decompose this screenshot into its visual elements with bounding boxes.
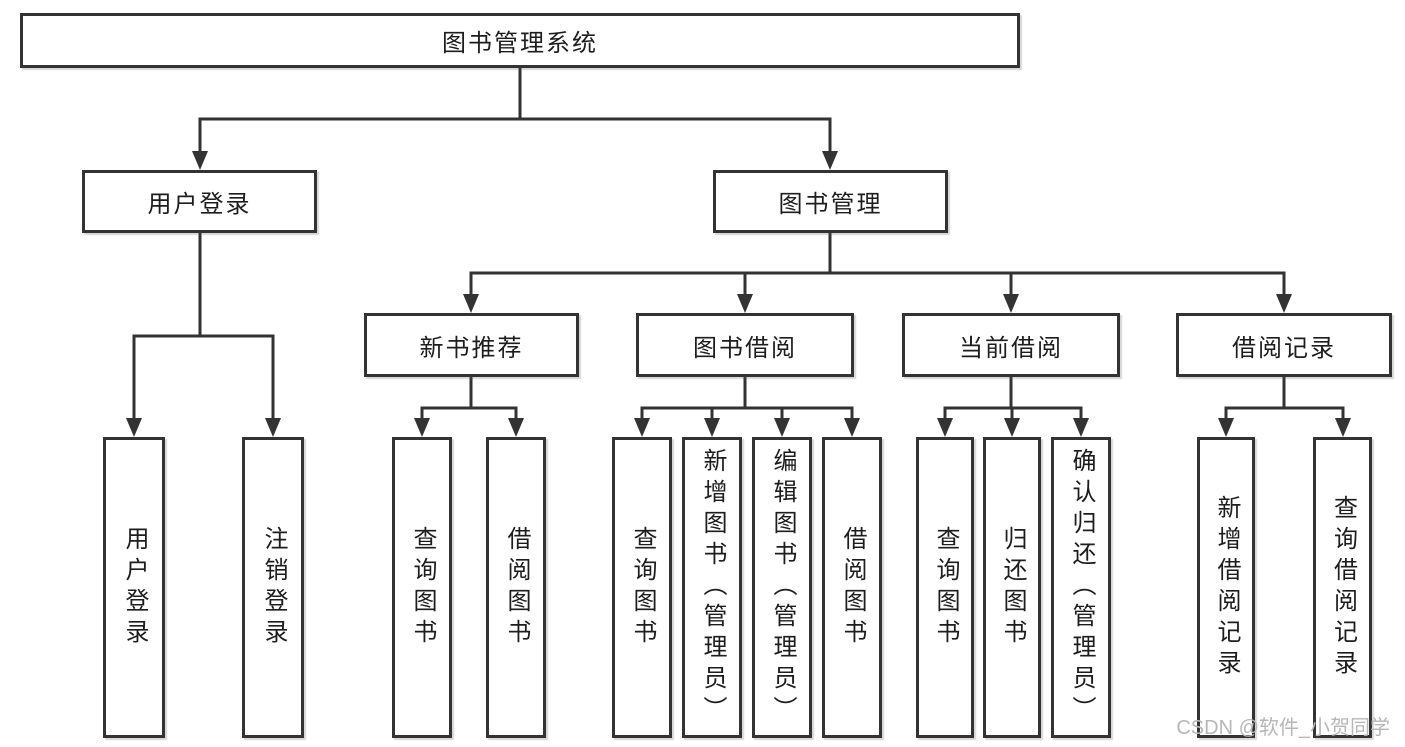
node-borrow-records: 借阅记录 xyxy=(1176,313,1392,377)
leaf-confirm-return-admin-label: 确认归还（管理员） xyxy=(1068,448,1095,727)
node-borrow-records-label: 借阅记录 xyxy=(1232,334,1336,362)
leaf-user-login: 用户登录 xyxy=(103,437,165,738)
leaf-add-books-admin-label: 新增图书（管理员） xyxy=(699,448,726,727)
leaf-add-books-admin: 新增图书（管理员） xyxy=(682,437,742,738)
leaf-borrow-books-label: 借阅图书 xyxy=(839,525,866,650)
arrowheads xyxy=(126,151,1351,437)
leaf-logout: 注销登录 xyxy=(242,437,304,738)
leaf-query-books-borrow-label: 查询图书 xyxy=(629,525,656,650)
leaf-query-books-current-label: 查询图书 xyxy=(932,525,959,650)
leaf-logout-label: 注销登录 xyxy=(260,525,287,650)
leaf-edit-books-admin-label: 编辑图书（管理员） xyxy=(769,448,796,727)
node-book-borrow: 图书借阅 xyxy=(636,313,854,377)
node-current-borrow: 当前借阅 xyxy=(902,313,1120,377)
node-root: 图书管理系统 xyxy=(20,13,1020,68)
leaf-edit-books-admin: 编辑图书（管理员） xyxy=(752,437,812,738)
node-book-management: 图书管理 xyxy=(713,170,948,233)
leaf-add-borrow-record: 新增借阅记录 xyxy=(1197,437,1255,738)
node-new-book-recommend-label: 新书推荐 xyxy=(419,334,524,362)
leaf-confirm-return-admin: 确认归还（管理员） xyxy=(1051,437,1111,738)
node-user-login-label: 用户登录 xyxy=(147,191,252,218)
leaf-return-books: 归还图书 xyxy=(983,437,1041,738)
leaf-query-books-current: 查询图书 xyxy=(916,437,974,738)
node-root-label: 图书管理系统 xyxy=(442,30,598,57)
node-new-book-recommend: 新书推荐 xyxy=(364,313,579,377)
leaf-add-borrow-record-label: 新增借阅记录 xyxy=(1213,494,1240,681)
leaf-query-books-borrow: 查询图书 xyxy=(612,437,672,738)
leaf-query-books-recommend: 查询图书 xyxy=(392,437,452,738)
leaf-borrow-books: 借阅图书 xyxy=(822,437,882,738)
node-book-borrow-label: 图书借阅 xyxy=(693,334,797,362)
leaf-borrow-books-recommend: 借阅图书 xyxy=(486,437,546,738)
leaf-return-books-label: 归还图书 xyxy=(999,525,1026,650)
leaf-user-login-label: 用户登录 xyxy=(121,525,148,650)
leaf-query-borrow-record: 查询借阅记录 xyxy=(1313,437,1372,738)
leaf-query-books-recommend-label: 查询图书 xyxy=(409,525,436,650)
node-current-borrow-label: 当前借阅 xyxy=(959,334,1063,362)
leaf-query-borrow-record-label: 查询借阅记录 xyxy=(1329,494,1357,681)
node-user-login: 用户登录 xyxy=(82,170,317,233)
node-book-management-label: 图书管理 xyxy=(778,191,883,218)
leaf-borrow-books-recommend-label: 借阅图书 xyxy=(503,525,530,650)
